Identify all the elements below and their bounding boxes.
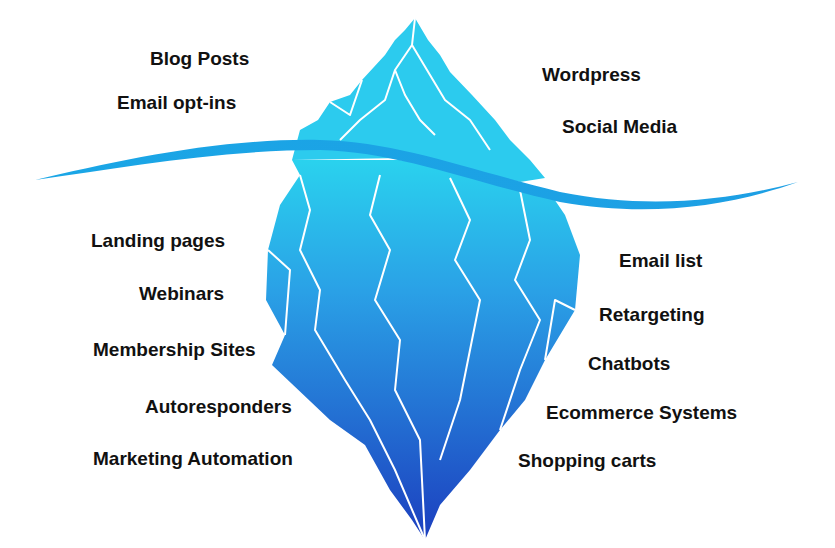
water-wave [35,140,798,209]
iceberg-label: Ecommerce Systems [546,402,737,424]
iceberg-label: Landing pages [91,230,225,252]
iceberg-label: Webinars [139,283,224,305]
iceberg-label: Blog Posts [150,48,249,70]
iceberg-body [266,160,580,540]
iceberg-label: Autoresponders [145,396,292,418]
iceberg-label: Chatbots [588,353,670,375]
iceberg-label: Email opt-ins [117,92,236,114]
iceberg-label: Wordpress [542,64,641,86]
iceberg-label: Shopping carts [518,450,656,472]
iceberg-label: Retargeting [599,304,705,326]
iceberg-label: Marketing Automation [93,448,293,470]
iceberg-label: Membership Sites [93,339,256,361]
iceberg-label: Email list [619,250,702,272]
iceberg-label: Social Media [562,116,677,138]
